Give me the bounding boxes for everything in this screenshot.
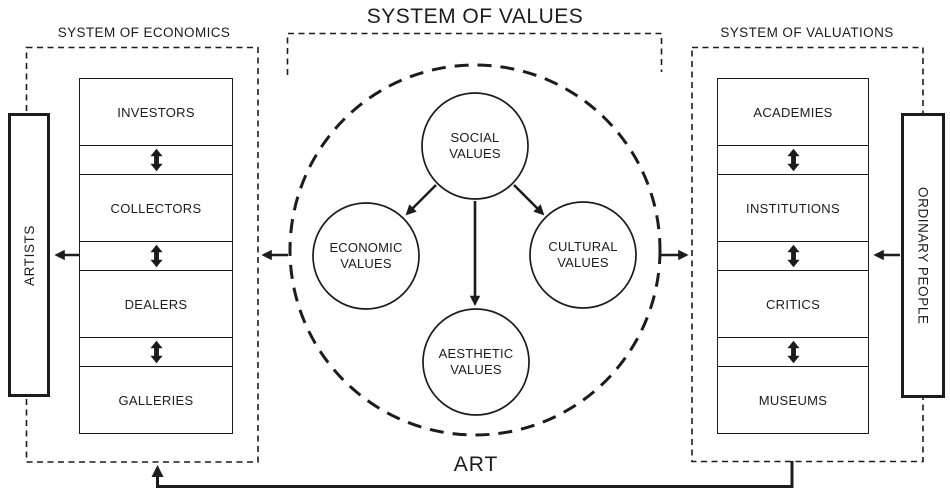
double-arrow-vertical-icon	[149, 244, 163, 268]
valuations-stack: ACADEMIES INSTITUTIONS CRITICS MUSEUMS	[717, 78, 869, 434]
investors-box: INVESTORS	[117, 104, 195, 120]
collectors-dealers-connector	[80, 241, 232, 271]
academies-box: ACADEMIES	[753, 104, 833, 120]
double-arrow-vertical-icon	[149, 340, 163, 364]
institutions-critics-connector	[718, 241, 868, 271]
galleries-box: GALLERIES	[118, 392, 194, 408]
academies-institutions-connector	[718, 145, 868, 175]
economic-values-label: ECONOMIC VALUES	[329, 240, 403, 271]
social-to-cultural-arrow	[513, 184, 545, 216]
dealers-galleries-connector	[80, 337, 232, 367]
artists-box: ARTISTS	[8, 113, 50, 397]
art-feedback-arrow	[151, 461, 794, 488]
investors-collectors-connector	[80, 145, 232, 175]
critics-box: CRITICS	[765, 296, 821, 312]
economics-stack: INVESTORS COLLECTORS DEALERS GALLERIES	[79, 78, 233, 434]
social-to-economic-arrow	[405, 184, 437, 216]
economics-system-title: SYSTEM OF ECONOMICS	[57, 25, 231, 40]
values-system-title: SYSTEM OF VALUES	[366, 5, 584, 28]
social-values-label: SOCIAL VALUES	[449, 130, 501, 161]
critics-museums-connector	[718, 337, 868, 367]
ordinary-people-label: ORDINARY PEOPLE	[915, 186, 931, 325]
museums-box: MUSEUMS	[758, 392, 828, 408]
valuations-system-title: SYSTEM OF VALUATIONS	[720, 25, 894, 40]
aesthetic-values-circle	[422, 308, 530, 416]
double-arrow-vertical-icon	[786, 244, 800, 268]
values-dashed-circle	[288, 63, 662, 437]
cultural-values-label: CULTURAL VALUES	[548, 239, 618, 270]
collectors-box: COLLECTORS	[110, 200, 202, 216]
dealers-box: DEALERS	[124, 296, 188, 312]
valuations-system-dashed-border	[691, 46, 924, 463]
double-arrow-vertical-icon	[149, 148, 163, 172]
economic-values-circle	[312, 202, 420, 310]
double-arrow-vertical-icon	[786, 340, 800, 364]
aesthetic-values-label: AESTHETIC VALUES	[438, 346, 514, 377]
double-arrow-vertical-icon	[786, 148, 800, 172]
ordinary-people-box: ORDINARY PEOPLE	[901, 113, 945, 398]
art-label: ART	[453, 453, 499, 476]
artists-label: ARTISTS	[21, 224, 37, 286]
values-system-dashed-boundary	[286, 32, 663, 75]
social-values-circle	[421, 92, 529, 200]
institutions-box: INSTITUTIONS	[746, 200, 840, 216]
cultural-values-circle	[529, 201, 637, 309]
